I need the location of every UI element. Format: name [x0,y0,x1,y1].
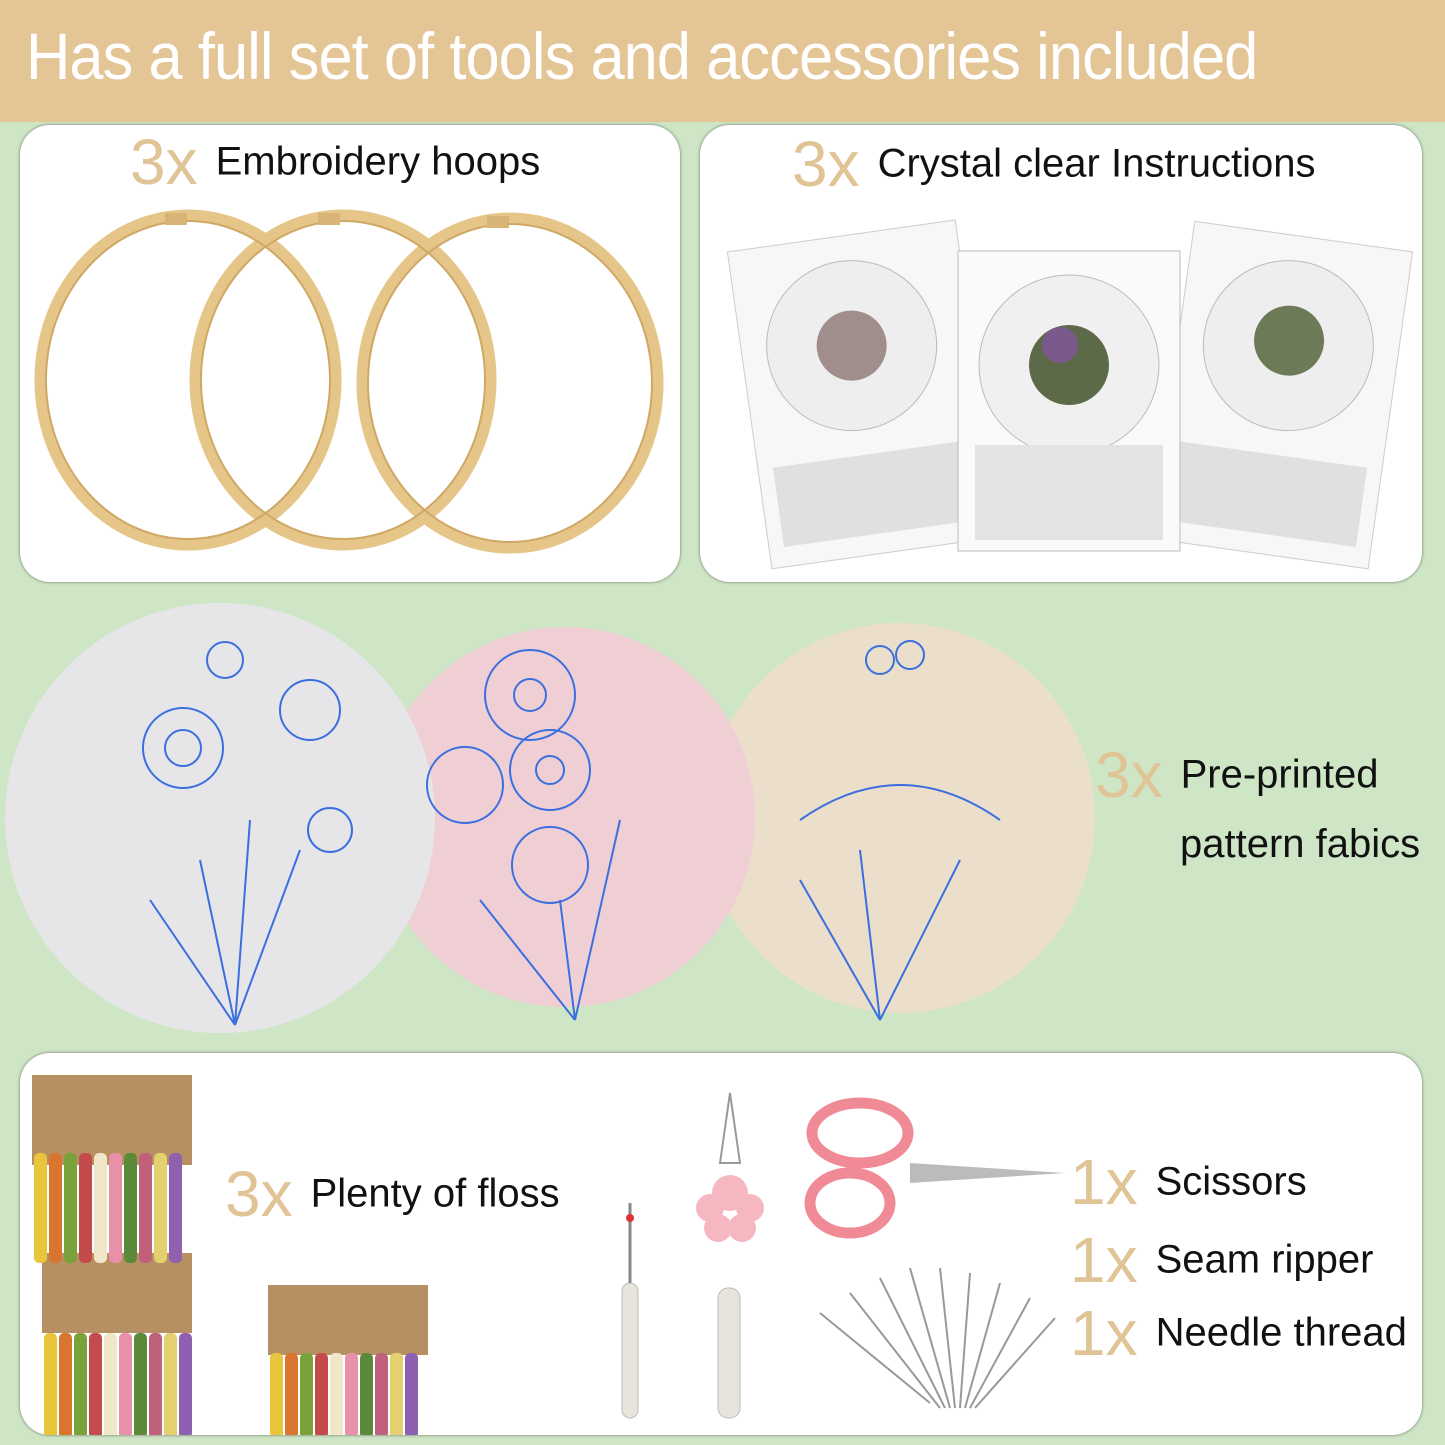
fabric-grey [5,603,435,1033]
floss-skein [360,1353,373,1435]
fabric-beige [705,623,1095,1013]
floss-skein [315,1353,328,1435]
floss-skein [94,1153,107,1263]
floss-skein [119,1333,132,1435]
page-title: Has a full set of tools and accessories … [26,19,1258,93]
embroidery-hoops-image [34,209,664,554]
floss-skein [390,1353,403,1435]
floss-skein [285,1353,298,1435]
floral-patterns [142,640,1001,1026]
floss-skein [124,1153,137,1263]
floss-skein [154,1153,167,1263]
fabrics-label-line2: pattern fabics [1180,822,1421,866]
floss-skein [134,1333,147,1435]
floss-skein [179,1333,192,1435]
floss-bundles-image [32,1075,428,1435]
instruction-sheets-image [726,219,1414,570]
floss-skein [164,1333,177,1435]
floss-skein [139,1153,152,1263]
tools-image [621,1092,1065,1419]
floss-skein [89,1333,102,1435]
floss-skein [270,1353,283,1435]
floss-skein [330,1353,343,1435]
floss-skein [44,1333,57,1435]
header-banner: Has a full set of tools and accessories … [0,0,1445,122]
floss-skein [169,1153,182,1263]
floss-skein [109,1153,122,1263]
floss-skein [104,1333,117,1435]
floss-skein [74,1333,87,1435]
floss-skein [64,1153,77,1263]
floss-skein [405,1353,418,1435]
floss-skein [345,1353,358,1435]
floss-skein [34,1153,47,1263]
floss-skein [300,1353,313,1435]
floss-skein [49,1153,62,1263]
floss-skein [59,1333,72,1435]
floss-skein [149,1333,162,1435]
floss-skein [375,1353,388,1435]
floss-skein [79,1153,92,1263]
